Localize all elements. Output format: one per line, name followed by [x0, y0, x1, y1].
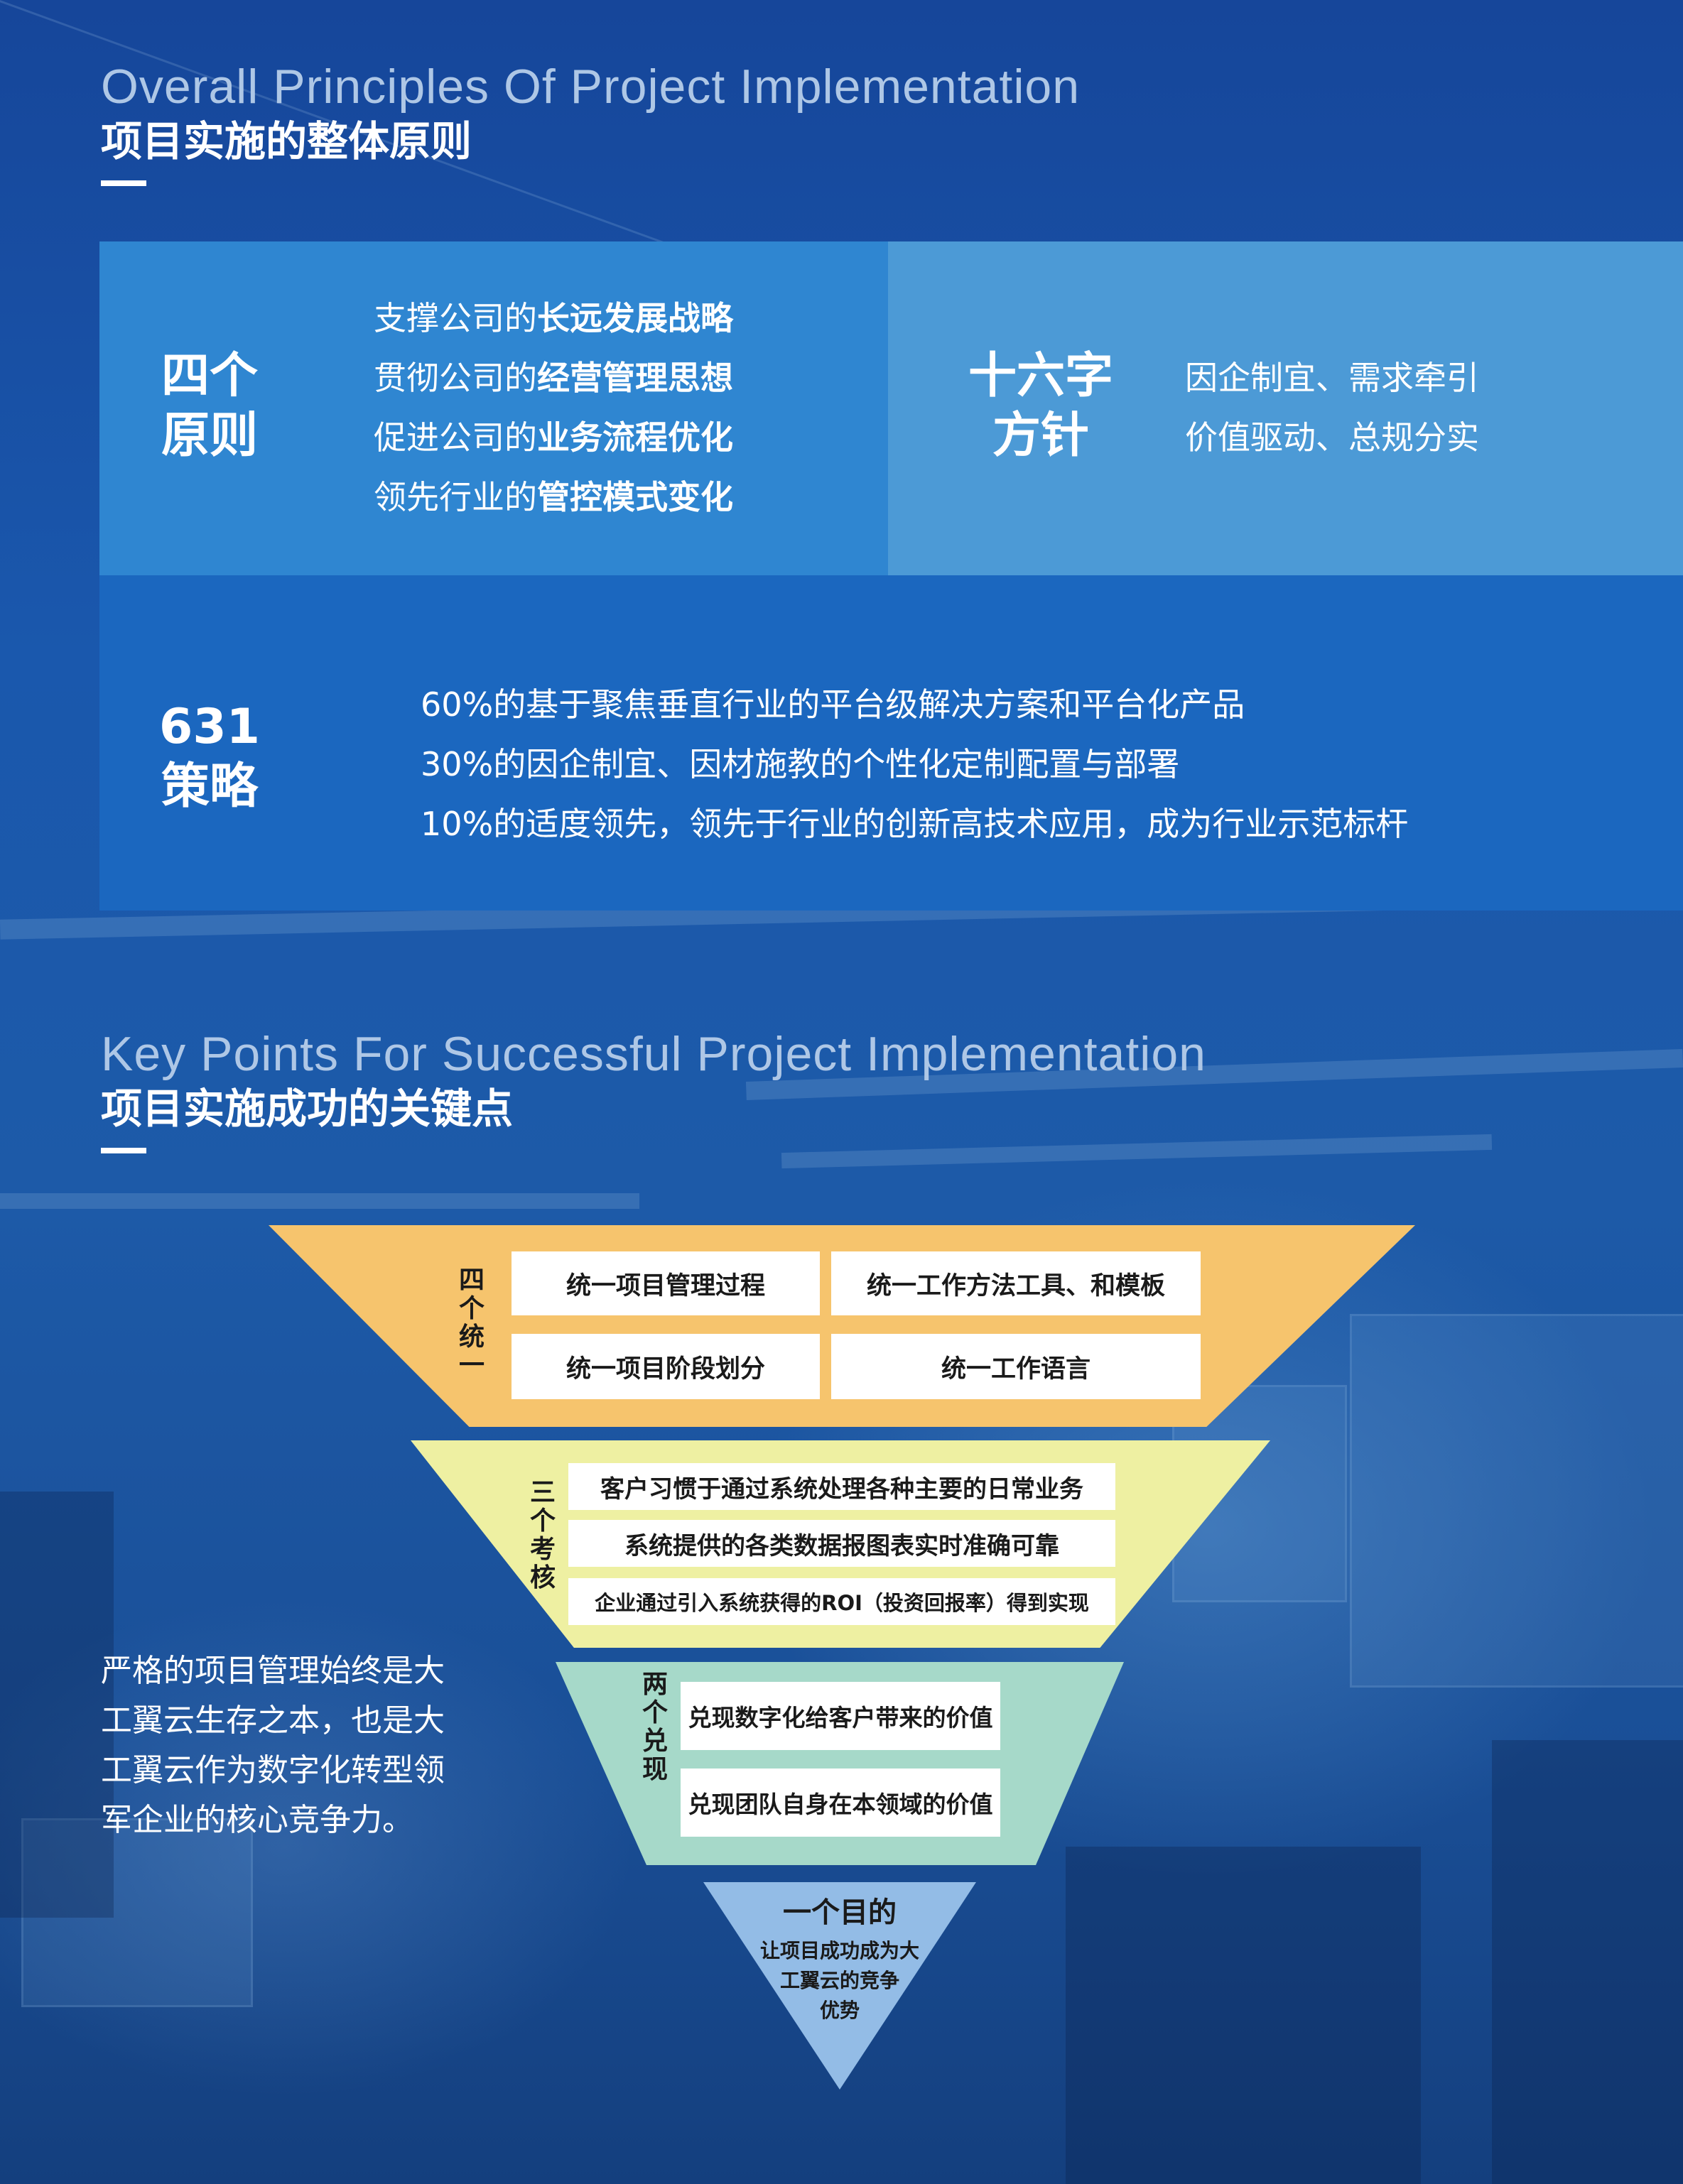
side-note: 严格的项目管理始终是大工翼云生存之本，也是大工翼云作为数字化转型领军企业的核心竞…	[101, 1653, 445, 1838]
tier1-item: 统一工作语言	[831, 1334, 1201, 1399]
tier3-item: 兑现团队自身在本领域的价值	[681, 1769, 1000, 1837]
section2-title-zh: 项目实施成功的关键点	[101, 1085, 514, 1133]
guideline-list: 因企制宜、需求牵引 价值驱动、总规分实	[1185, 348, 1479, 467]
strategy-item: 10%的适度领先，领先于行业的创新高技术应用，成为行业示范标杆	[421, 805, 1409, 843]
guideline-item: 因企制宜、需求牵引	[1185, 359, 1479, 397]
tier3-label: 两个兑现	[642, 1670, 668, 1784]
section1-heading: Overall Principles Of Project Implementa…	[101, 58, 1080, 186]
tier3-item: 兑现数字化给客户带来的价值	[681, 1682, 1000, 1750]
principle-item: 促进公司的业务流程优化	[374, 418, 733, 457]
section1-title-zh: 项目实施的整体原则	[101, 117, 472, 165]
principle-item: 贯彻公司的经营管理思想	[374, 359, 733, 397]
tier1-item: 统一项目管理过程	[512, 1251, 820, 1315]
tier2-item: 客户习惯于通过系统处理各种主要的日常业务	[568, 1463, 1115, 1510]
principles-label: 四个 原则	[161, 348, 258, 464]
principles-box: 四个 原则 支撑公司的长远发展战略 贯彻公司的经营管理思想 促进公司的业务流程优…	[99, 241, 888, 575]
tier4-body: 让项目成功成为大 工翼云的竞争 优势	[759, 1939, 919, 2022]
section2-heading: Key Points For Successful Project Implem…	[101, 1026, 1206, 1153]
principle-item: 领先行业的管控模式变化	[374, 478, 733, 516]
principle-item: 支撑公司的长远发展战略	[374, 299, 733, 337]
guideline-box: 十六字 方针 因企制宜、需求牵引 价值驱动、总规分实	[888, 241, 1683, 575]
tier2-label: 三个考核	[529, 1478, 556, 1592]
tier1-label: 四个统一	[458, 1266, 485, 1380]
strategy-item: 30%的因企制宜、因材施教的个性化定制配置与部署	[421, 745, 1180, 783]
guideline-item: 价值驱动、总规分实	[1185, 418, 1479, 457]
tier2-item: 企业通过引入系统获得的ROI（投资回报率）得到实现	[568, 1578, 1115, 1625]
strategy-box: 631 策略 60%的基于聚焦垂直行业的平台级解决方案和平台化产品 30%的因企…	[99, 575, 1683, 911]
strategy-label: 631 策略	[159, 699, 260, 815]
section2-title-en: Key Points For Successful Project Implem…	[101, 1027, 1206, 1081]
strategy-item: 60%的基于聚焦垂直行业的平台级解决方案和平台化产品	[421, 685, 1245, 724]
section1-title-en: Overall Principles Of Project Implementa…	[101, 60, 1081, 114]
tier1-item: 统一项目阶段划分	[512, 1334, 820, 1399]
strategy-list: 60%的基于聚焦垂直行业的平台级解决方案和平台化产品 30%的因企制宜、因材施教…	[421, 675, 1408, 854]
principles-list: 支撑公司的长远发展战略 贯彻公司的经营管理思想 促进公司的业务流程优化 领先行业…	[374, 288, 733, 527]
tier1-item: 统一工作方法工具、和模板	[831, 1251, 1201, 1315]
tier2-item: 系统提供的各类数据报图表实时准确可靠	[568, 1520, 1115, 1567]
tier4-title: 一个目的	[783, 1896, 897, 1929]
heading-underline	[101, 1148, 146, 1153]
heading-underline	[101, 180, 146, 186]
guideline-label: 十六字 方针	[968, 348, 1113, 464]
